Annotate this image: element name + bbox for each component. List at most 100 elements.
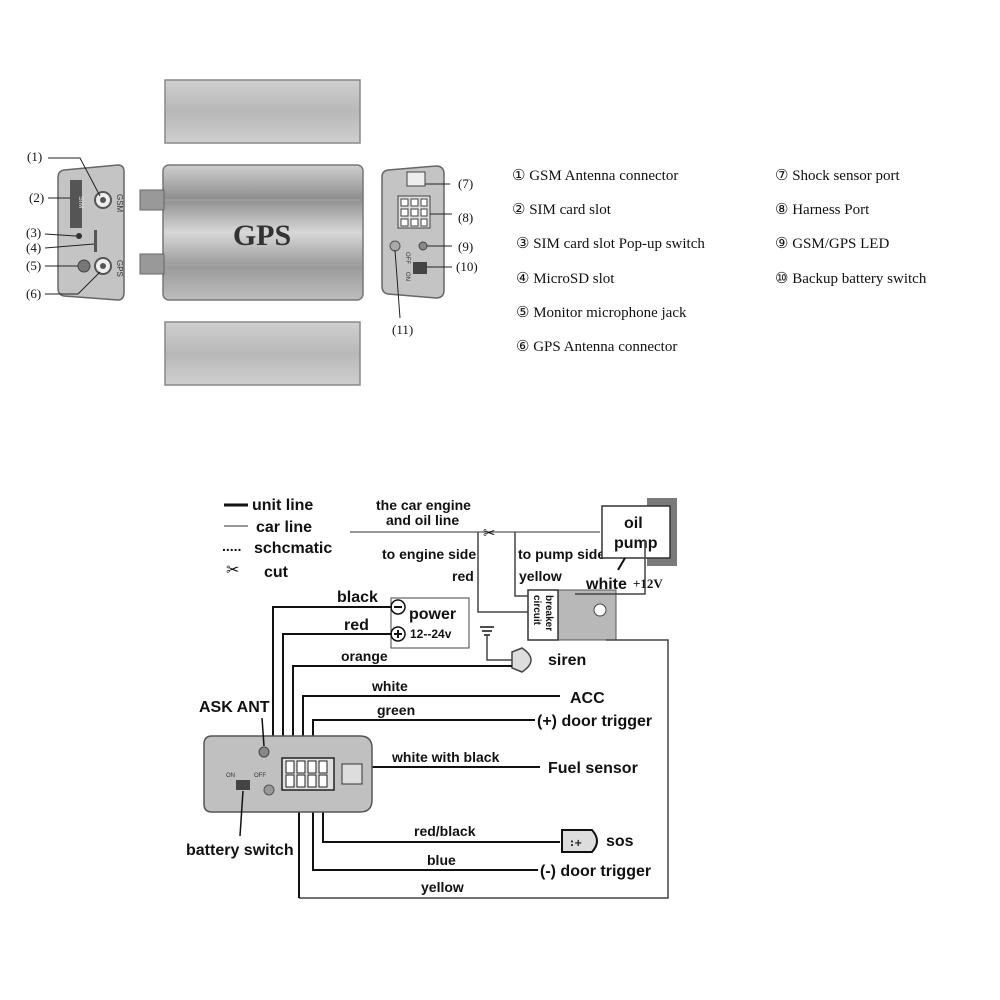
callout-1: (1) — [27, 149, 42, 164]
svg-text::+: :+ — [570, 838, 582, 849]
left-callouts — [44, 157, 101, 295]
wire-blue — [312, 808, 530, 871]
wire-red — [282, 633, 392, 762]
callout-3: (3) — [26, 225, 41, 240]
label-blue: blue — [427, 852, 456, 868]
device-views: GPS SIM GSM GPS (1) (2 — [26, 79, 478, 386]
callout-5: (5) — [26, 258, 41, 273]
ask-antenna-connector — [258, 746, 270, 758]
callout-8: (8) — [458, 210, 473, 225]
right-callouts — [394, 183, 452, 319]
backup-battery-switch — [413, 262, 427, 274]
oil-pump-line2: pump — [614, 535, 658, 552]
engine-red: red — [452, 568, 474, 584]
label-white: white — [371, 678, 408, 694]
device-brand: GPS — [233, 219, 291, 252]
wire-orange — [292, 665, 512, 762]
tracker-unit: ON OFF — [203, 735, 373, 813]
shock-sensor-port — [406, 171, 426, 187]
scissors-cut-icon: ✂ — [483, 526, 496, 542]
microsd-slot — [94, 230, 97, 252]
microphone-jack — [77, 259, 91, 273]
label-black: black — [337, 589, 378, 606]
target-door-negative: (-) door trigger — [540, 863, 651, 880]
switch-on-label: ON — [404, 272, 410, 281]
unit-off-label: OFF — [254, 773, 266, 779]
port-legend-1: ① GSM Antenna connector — [512, 168, 678, 184]
oil-line: ✂ the car engine and oil line to engine … — [350, 497, 605, 584]
right-end-panel: OFF ON — [381, 165, 445, 299]
port-legend-3: ③ SIM card slot Pop-up switch — [516, 236, 705, 252]
battery-switch-label: battery switch — [186, 842, 294, 859]
callout-10: (10) — [456, 259, 478, 274]
housing-top-fin — [164, 79, 361, 144]
circuit-label-2: breaker — [543, 595, 554, 631]
legend-car-line: car line — [256, 519, 312, 536]
housing-body — [162, 164, 364, 301]
oil-pump-line1: oil — [624, 515, 643, 532]
engine-label-2: and oil line — [386, 512, 459, 528]
gsm-port-label: GSM — [115, 194, 124, 213]
gsm-gps-led — [418, 241, 428, 251]
power-range: 12--24v — [410, 627, 452, 641]
sim-slot-label: SIM — [77, 196, 84, 209]
label-white-black: white with black — [391, 749, 500, 765]
port-legend-9: ⑨ GSM/GPS LED — [775, 236, 889, 252]
relay-white: white — [585, 576, 627, 593]
siren-label: siren — [548, 652, 586, 669]
legend-cut: cut — [264, 564, 289, 581]
scissors-icon: ✂ — [226, 562, 239, 579]
engine-label-1: the car engine — [376, 497, 471, 513]
legend-schematic: schcmatic — [254, 540, 332, 557]
sos-button: :+ sos — [561, 829, 634, 853]
siren: siren — [480, 626, 586, 673]
label-red-black: red/black — [414, 823, 476, 839]
ask-ant-label: ASK ANT — [199, 699, 270, 716]
to-engine-side: to engine side — [382, 546, 476, 562]
housing-bottom-fin — [164, 321, 361, 386]
callout-7: (7) — [458, 176, 473, 191]
gps-port-label: GPS — [115, 260, 124, 277]
sim-popup-switch — [76, 233, 82, 239]
line-type-legend: ..... ✂ unit line car line schcmatic cut — [222, 497, 332, 581]
port-legend-7: ⑦ Shock sensor port — [775, 168, 901, 184]
left-end-panel: SIM GSM GPS — [57, 164, 125, 301]
label-yellow: yellow — [421, 879, 464, 895]
callout-9: (9) — [458, 239, 473, 254]
port-legend-4: ④ MicroSD slot — [516, 271, 615, 287]
power-supply: power 12--24v — [390, 597, 470, 649]
gsm-antenna-stud — [139, 189, 165, 211]
callout-4: (4) — [26, 240, 41, 255]
target-fuel-sensor: Fuel sensor — [548, 760, 638, 777]
port-legend-2: ② SIM card slot — [512, 202, 612, 218]
oil-pump: oil pump — [601, 498, 677, 571]
engine-yellow: yellow — [519, 568, 562, 584]
legend-unit-line: unit line — [252, 497, 313, 514]
port-legend-5: ⑤ Monitor microphone jack — [516, 305, 687, 321]
target-door-positive: (+) door trigger — [537, 713, 652, 730]
label-orange: orange — [341, 648, 388, 664]
callout-11: (11) — [392, 322, 413, 337]
circuit-breaker: circuit breaker white +12V — [527, 576, 663, 641]
relay-12v: +12V — [633, 576, 663, 591]
battery-switch-toggle — [236, 780, 250, 790]
label-red: red — [344, 617, 369, 634]
wire-black — [272, 606, 392, 762]
label-green: green — [377, 702, 415, 718]
gps-antenna-stud — [139, 253, 165, 275]
sim-card-slot — [70, 180, 82, 228]
circuit-label-1: circuit — [531, 595, 542, 626]
port-legend-8: ⑧ Harness Port — [775, 202, 870, 218]
port-legend-6: ⑥ GPS Antenna connector — [516, 339, 677, 355]
sos-label: sos — [606, 833, 634, 850]
to-pump-side: to pump side — [518, 546, 605, 562]
power-label: power — [409, 606, 456, 623]
port-legend-10: ⑩ Backup battery switch — [775, 271, 927, 287]
target-acc: ACC — [570, 690, 605, 707]
unit-on-label: ON — [226, 773, 235, 779]
switch-off-label: OFF — [404, 252, 410, 264]
callout-2: (2) — [29, 190, 44, 205]
svg-text:.....: ..... — [222, 538, 241, 554]
port-legend: ① GSM Antenna connector ② SIM card slot … — [512, 168, 927, 355]
